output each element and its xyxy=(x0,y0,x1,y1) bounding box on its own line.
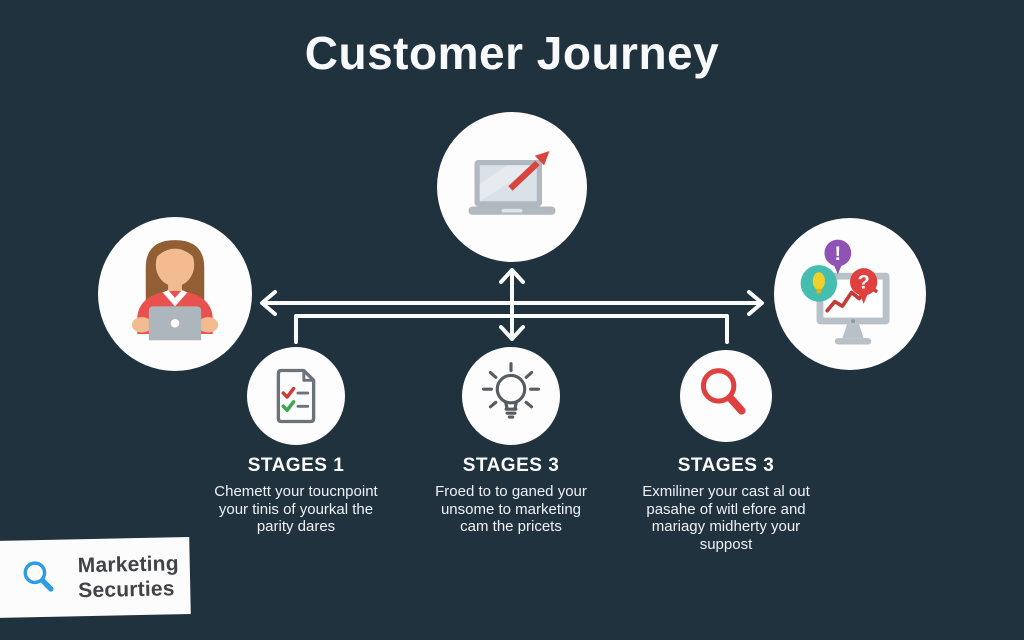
magnifier-icon-blue xyxy=(23,560,54,592)
stage3-line: Exmiliner your cast al out xyxy=(642,483,810,500)
stage1-title: STAGES 1 xyxy=(247,455,345,476)
woman-laptop-icon xyxy=(131,240,219,341)
page-title: Customer Journey xyxy=(304,27,720,79)
stage-bracket-line xyxy=(294,314,729,344)
stage2-line: unsome to marketing xyxy=(440,500,582,518)
arrowhead-right-icon xyxy=(747,290,764,316)
stage3-line: pasahe of witl efore and xyxy=(646,500,806,518)
stage2-icon-circle xyxy=(462,347,560,445)
svg-text:?: ? xyxy=(858,272,870,294)
node-customer-circle xyxy=(98,217,252,371)
checklist-document-icon xyxy=(276,368,316,424)
stage3-title: STAGES 3 xyxy=(677,455,775,476)
stage1-line: your tinis of yourkal the xyxy=(218,500,374,518)
lightbulb-bubble-icon xyxy=(800,265,838,302)
arrowhead-left-icon xyxy=(260,290,277,316)
stage-block-3: STAGES 3 Exmiliner your cast al out pasa… xyxy=(621,455,831,553)
magnifier-icon xyxy=(700,368,746,415)
stage3-line: mariagy midherty your xyxy=(651,518,801,535)
arrowhead-up-icon xyxy=(499,268,525,284)
brand-name: Marketing Securties xyxy=(77,551,179,603)
monitor-feedback-icon: ! ? xyxy=(800,239,890,345)
node-growth-circle xyxy=(437,112,587,262)
question-bubble-icon: ? xyxy=(850,268,878,304)
stage1-line: parity dares xyxy=(256,518,336,535)
stage2-line: Froed to to ganed your xyxy=(435,483,587,500)
node-feedback-circle: ! ? xyxy=(774,218,926,370)
stage2-title: STAGES 3 xyxy=(462,455,560,476)
stage1-line: Chemett your toucnpoint xyxy=(214,483,378,500)
brand-name-line1: Marketing xyxy=(77,551,179,577)
brand-name-line2: Securties xyxy=(78,576,175,602)
stage2-line: cam the pricets xyxy=(460,518,562,535)
arrowhead-down-icon xyxy=(499,325,525,341)
stage-block-1: STAGES 1 Chemett your toucnpoint your ti… xyxy=(196,455,396,536)
stage3-line: suppost xyxy=(699,535,753,553)
stage-block-2: STAGES 3 Froed to to ganed your unsome t… xyxy=(411,455,611,536)
stage3-icon-circle xyxy=(680,350,772,442)
svg-text:!: ! xyxy=(835,243,842,265)
stage1-icon-circle xyxy=(247,347,345,445)
laptop-growth-icon xyxy=(468,151,556,215)
exclamation-bubble-icon: ! xyxy=(824,239,852,275)
lightbulb-icon xyxy=(481,362,541,419)
brand-badge: Marketing Securties xyxy=(0,536,191,619)
